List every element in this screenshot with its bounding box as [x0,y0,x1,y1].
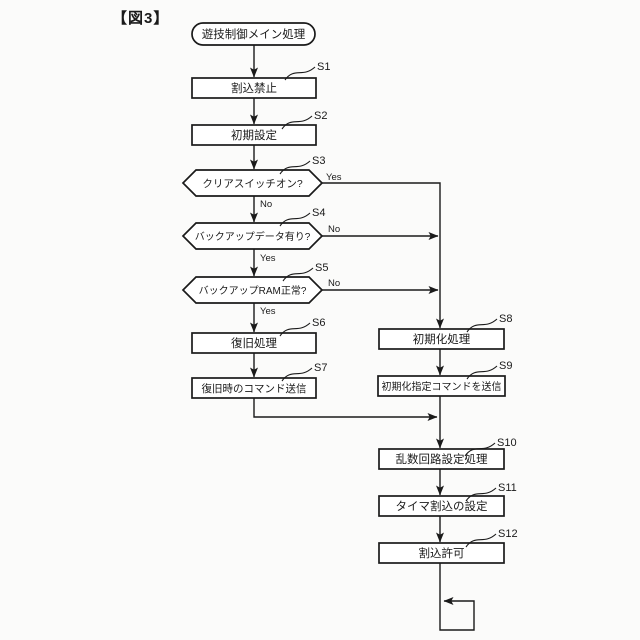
flow-edge-s7-to-trunk [253,398,438,421]
step-label-s3: S3 [312,155,325,167]
node-label-s2: 初期設定 [231,128,277,142]
step-leader-s2 [281,115,313,130]
process-shape [191,377,317,399]
edge-label-s3-yes-to-s8: Yes [326,172,342,183]
decision-shape [181,169,324,197]
step-leader-s6 [279,322,311,337]
flow-node-s8: 初期化処理 S8 [378,313,512,350]
process-shape [378,448,505,470]
node-label-s10: 乱数回路設定処理 [396,452,488,466]
edge-label-s3-no-to-s4: No [260,199,272,210]
flow-node-s1: 割込禁止 S1 [191,61,330,99]
flow-node-start: 遊技制御メイン処理 [191,22,316,46]
edge-label-s4-no-to-trunk: No [328,224,340,235]
edge-label-s5-no-to-trunk: No [328,278,340,289]
flow-node-s10: 乱数回路設定処理 S10 [378,437,517,470]
step-leader-s11 [465,487,497,502]
decision-shape [181,276,324,304]
node-label-s11: タイマ割込の設定 [396,499,488,513]
node-label-s6: 復旧処理 [231,336,277,350]
node-label-s1: 割込禁止 [231,81,277,95]
flow-node-s3: クリアスイッチオン? S3 [181,155,325,197]
step-label-s9: S9 [499,360,512,372]
node-label-s4: バックアップデータ有り? [195,230,311,243]
step-label-s8: S8 [499,313,512,325]
step-label-s12: S12 [498,528,518,540]
process-shape [378,328,505,350]
step-leader-s7 [281,367,313,382]
step-leader-s12 [465,533,497,548]
process-shape [191,124,317,146]
flow-edge-s3-yes-to-s8 [322,182,444,329]
node-label-s3: クリアスイッチオン? [202,178,302,190]
step-label-s4: S4 [312,207,325,219]
step-leader-s1 [284,66,316,81]
flow-node-s6: 復旧処理 S6 [191,317,325,354]
flow-node-s7: 復旧時のコマンド送信 S7 [191,362,327,399]
flow-node-s12: 割込許可 S12 [378,528,518,564]
edge-label-s5-yes-to-s6: Yes [260,306,276,317]
flow-node-s9: 初期化指定コマンドを送信 S9 [377,360,512,397]
step-label-s10: S10 [497,437,517,449]
flow-edge-main-loop [439,563,475,631]
step-label-s2: S2 [314,110,327,122]
step-leader-s5 [282,267,314,282]
process-shape [191,77,317,99]
edge-label-s4-yes-to-s5: Yes [260,253,276,264]
flow-node-s2: 初期設定 S2 [191,110,327,146]
step-leader-s10 [464,442,496,457]
decision-shape [181,222,324,250]
step-label-s1: S1 [317,61,330,73]
process-shape [191,332,317,354]
step-leader-s8 [466,318,498,333]
node-label-s8: 初期化処理 [413,332,471,346]
node-label-s9: 初期化指定コマンドを送信 [382,380,502,393]
step-leader-s4 [279,212,311,227]
node-label-s5: バックアップRAM正常? [199,284,307,297]
step-leader-s9 [466,365,498,380]
flow-node-s11: タイマ割込の設定 S11 [378,482,517,517]
step-label-s11: S11 [498,482,517,494]
flow-node-s5: バックアップRAM正常? S5 [181,262,328,304]
step-leader-s3 [279,160,311,175]
step-label-s6: S6 [312,317,325,329]
node-label-start: 遊技制御メイン処理 [202,27,306,41]
process-shape [378,542,505,564]
node-label-s7: 復旧時のコマンド送信 [202,382,307,395]
figure-number-label: 【図3】 [112,10,170,27]
terminal-shape [191,22,316,46]
process-shape [378,495,505,517]
flow-node-s4: バックアップデータ有り?S4 [181,207,325,250]
node-label-s12: 割込許可 [419,546,465,560]
step-label-s5: S5 [315,262,328,274]
process-shape [377,375,506,397]
step-label-s7: S7 [314,362,327,374]
